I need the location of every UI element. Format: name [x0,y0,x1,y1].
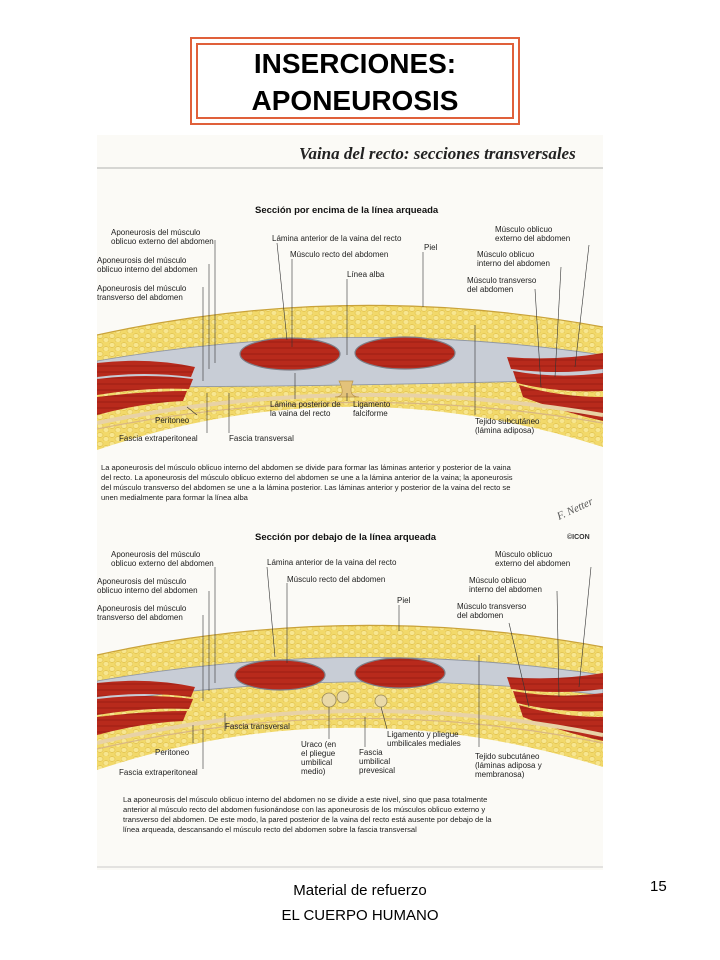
lower-label-ligamento-2: umbilicales mediales [387,739,461,748]
lower-caption-line-1: La aponeurosis del músculo oblicuo inter… [123,795,487,804]
upper-label-transverso-1: Músculo transverso [467,276,537,285]
upper-label-peritoneo: Peritoneo [155,416,190,425]
lower-urachus-fold [322,693,336,707]
lower-heading: Sección por debajo de la línea arqueada [255,532,437,543]
lower-label-obl-ext-2: externo del abdomen [495,559,570,568]
upper-caption-line-1: La aponeurosis del músculo oblicuo inter… [101,463,512,472]
lower-label-tejido-3: membranosa) [475,770,525,779]
lower-label-fascia-trans: Fascia transversal [225,722,290,731]
lower-label-fascia-umb-2: umbilical [359,757,390,766]
upper-label-tejido-2: (lámina adiposa) [475,426,534,435]
icon-copyright-mark: ©ICON [567,533,590,541]
upper-label-apo-ext-1: Aponeurosis del músculo [111,228,201,237]
upper-label-ligamento-1: Ligamento [353,400,391,409]
lower-label-fascia-umb-3: prevesical [359,766,395,775]
upper-label-recto: Músculo recto del abdomen [290,250,388,259]
upper-label-obl-int-1: Músculo oblicuo [477,250,535,259]
upper-label-linea-alba: Línea alba [347,270,385,279]
lower-label-apo-ext-2: oblicuo externo del abdomen [111,559,214,568]
lower-label-uraco-2: el pliegue [301,749,336,758]
lower-label-obl-int-2: interno del abdomen [469,585,542,594]
upper-label-lamina-post-2: la vaina del recto [270,409,331,418]
upper-label-apo-int-1: Aponeurosis del músculo [97,256,187,265]
lower-label-obl-int-1: Músculo oblicuo [469,576,527,585]
upper-label-obl-ext-1: Músculo oblicuo [495,225,553,234]
lower-label-tejido-2: (láminas adiposa y [475,761,542,770]
upper-label-transverso-2: del abdomen [467,285,513,294]
upper-rectus-left [240,338,340,370]
upper-label-lamina-ant: Lámina anterior de la vaina del recto [272,234,402,243]
lower-label-apo-int-2: oblicuo interno del abdomen [97,586,198,595]
lower-section: Sección por debajo de la línea arqueada [97,532,603,834]
upper-label-obl-int-2: interno del abdomen [477,259,550,268]
plate-title: Vaina del recto: secciones transversales [299,144,576,163]
upper-label-tejido-1: Tejido subcutáneo [475,417,540,426]
upper-label-fascia-extra: Fascia extraperitoneal [119,434,198,443]
upper-label-apo-ext-2: oblicuo externo del abdomen [111,237,214,246]
title-box: INSERCIONES: APONEUROSIS [190,37,520,125]
lower-label-recto: Músculo recto del abdomen [287,575,385,584]
slide-footer: Material de refuerzo EL CUERPO HUMANO [240,878,480,928]
lower-label-apo-int-1: Aponeurosis del músculo [97,577,187,586]
lower-label-transverso-2: del abdomen [457,611,503,620]
upper-caption-line-4: unen medialmente para formar la línea al… [101,493,249,502]
page-number: 15 [650,878,667,895]
lower-rectus-left [235,660,325,690]
upper-section: Sección por encima de la línea arqueada [97,205,603,502]
upper-label-lamina-post-1: Lámina posterior de [270,400,341,409]
lower-label-transverso-1: Músculo transverso [457,602,527,611]
lower-label-peritoneo: Peritoneo [155,748,190,757]
lower-medial-umbilical-fold [375,695,387,707]
lower-label-piel: Piel [397,596,411,605]
lower-label-uraco-3: umbilical [301,758,332,767]
lower-median-umbilical-fold [337,691,349,703]
lower-caption-line-4: línea arqueada, descansando el músculo r… [123,825,417,834]
lower-caption-line-3: transverso del abdomen. De este modo, la… [123,815,492,824]
lower-label-uraco-4: medio) [301,767,326,776]
lower-label-fascia-umb-1: Fascia [359,748,383,757]
lower-caption-line-2: anterior al músculo recto del abdomen fu… [123,805,485,814]
lower-label-obl-ext-1: Músculo oblicuo [495,550,553,559]
rectus-sheath-illustration: Vaina del recto: secciones transversales… [97,135,603,870]
netter-signature: F. Netter [554,495,595,523]
lower-label-apo-ext-1: Aponeurosis del músculo [111,550,201,559]
lower-label-lamina-ant: Lámina anterior de la vaina del recto [267,558,397,567]
lower-label-apo-trans-1: Aponeurosis del músculo [97,604,187,613]
upper-caption-line-2: del recto. La aponeurosis del músculo ob… [101,473,513,482]
upper-label-apo-trans-2: transverso del abdomen [97,293,183,302]
upper-heading: Sección por encima de la línea arqueada [255,205,439,216]
upper-rectus-right [355,337,455,369]
upper-label-apo-int-2: oblicuo interno del abdomen [97,265,198,274]
lower-label-apo-trans-2: transverso del abdomen [97,613,183,622]
upper-caption-line-3: del músculo transverso del abdomen se un… [101,483,510,492]
anatomy-plate: Vaina del recto: secciones transversales… [97,135,603,870]
lower-label-ligamento-1: Ligamento y pliegue [387,730,459,739]
lower-rectus-right [355,658,445,688]
upper-label-piel: Piel [424,243,438,252]
upper-label-obl-ext-2: externo del abdomen [495,234,570,243]
upper-label-apo-trans-1: Aponeurosis del músculo [97,284,187,293]
lower-label-tejido-1: Tejido subcutáneo [475,752,540,761]
upper-label-fascia-trans: Fascia transversal [229,434,294,443]
slide-title: INSERCIONES: APONEUROSIS [192,45,518,119]
lower-label-uraco-1: Uraco (en [301,740,336,749]
lower-label-fascia-extra: Fascia extraperitoneal [119,768,198,777]
upper-label-ligamento-2: falciforme [353,409,388,418]
